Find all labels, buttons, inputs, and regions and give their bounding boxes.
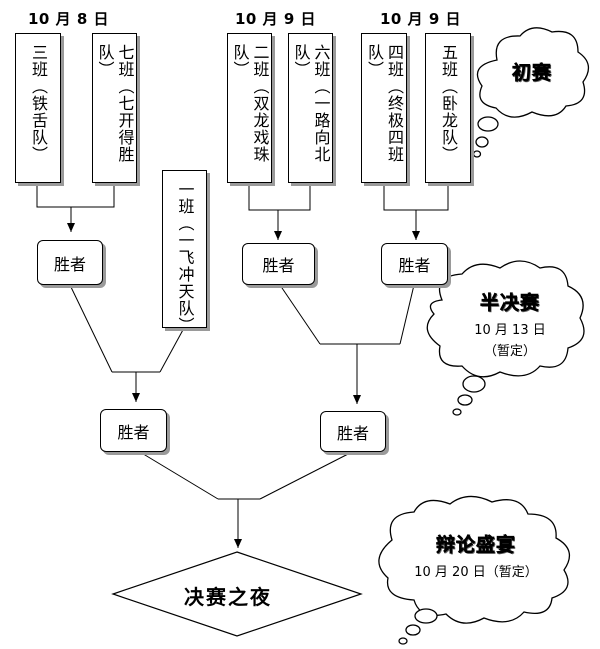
debate-gala-date: 10 月 20 日（暂定） — [414, 565, 538, 580]
team-class7: 七班（七开得胜队） — [92, 33, 137, 183]
cloud-semifinal-text: 半决赛 10 月 13 日 （暂定） — [450, 288, 570, 359]
date-round1-b: 10 月 9 日 — [235, 10, 316, 28]
cloud-semifinal — [426, 260, 585, 416]
debate-gala-title: 辩论盛宴 — [435, 534, 516, 557]
team-class3: 三班（铁舌队） — [15, 33, 61, 183]
team-class6: 六班（一路向北队） — [288, 33, 333, 183]
cloud-preliminary — [472, 27, 590, 158]
team-class5: 五班（卧龙队） — [425, 33, 471, 183]
semifinal-note: （暂定） — [483, 344, 536, 359]
team-class1: 一班（一飞冲天队） — [162, 170, 207, 334]
team-class2: 二班（双龙戏珠队） — [227, 33, 272, 183]
preliminary-title: 初赛 — [511, 62, 552, 85]
final-diamond — [111, 551, 363, 637]
cloud-preliminary-text: 初赛 — [500, 58, 564, 85]
final-label: 决赛之夜 — [184, 585, 272, 609]
winner-box-group1: 胜者 — [37, 240, 103, 285]
team-class4: 四班（终极四班队） — [361, 33, 407, 183]
winner-box-semifinal-left: 胜者 — [100, 409, 167, 452]
semifinal-title: 半决赛 — [479, 292, 540, 315]
cloud-debate-gala-text: 辩论盛宴 10 月 20 日（暂定） — [396, 530, 556, 580]
semifinal-date: 10 月 13 日 — [474, 323, 546, 338]
winner-box-semifinal-right: 胜者 — [320, 411, 386, 452]
winner-box-group3: 胜者 — [381, 243, 448, 285]
date-round1-c: 10 月 9 日 — [380, 10, 461, 28]
cloud-debate-gala — [378, 495, 571, 645]
date-round1-a: 10 月 8 日 — [28, 10, 109, 28]
winner-box-group2: 胜者 — [242, 243, 315, 285]
